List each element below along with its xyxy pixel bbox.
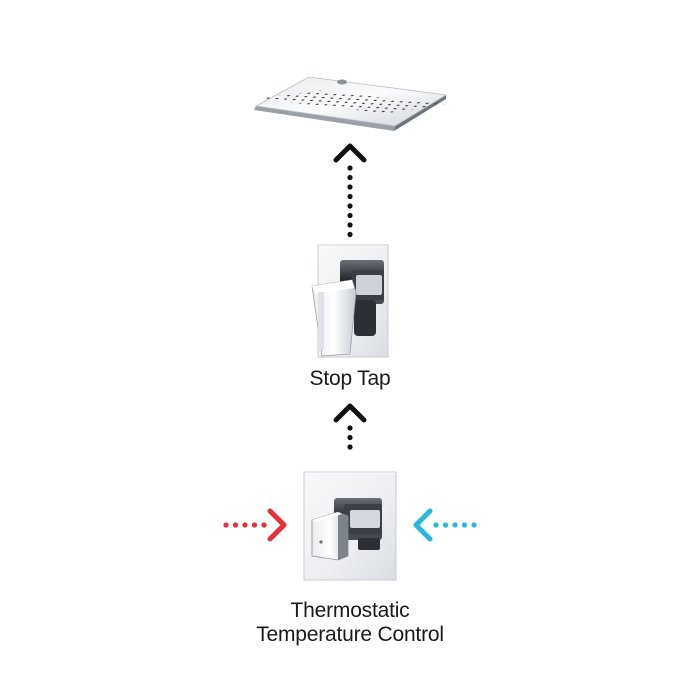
cold-water-arrow	[413, 508, 477, 542]
thermostatic-control-icon	[303, 471, 397, 581]
stop-tap-icon	[311, 244, 389, 358]
flow-arrow-to-shower	[333, 143, 367, 238]
shower-head-icon	[251, 76, 451, 131]
stop-tap-label: Stop Tap	[309, 367, 391, 390]
thermostatic-label-line1: Thermostatic	[290, 599, 410, 622]
hot-water-arrow	[223, 508, 287, 542]
thermostatic-label-line2: Temperature Control	[256, 623, 444, 646]
flow-arrow-to-stop-tap	[333, 403, 367, 450]
